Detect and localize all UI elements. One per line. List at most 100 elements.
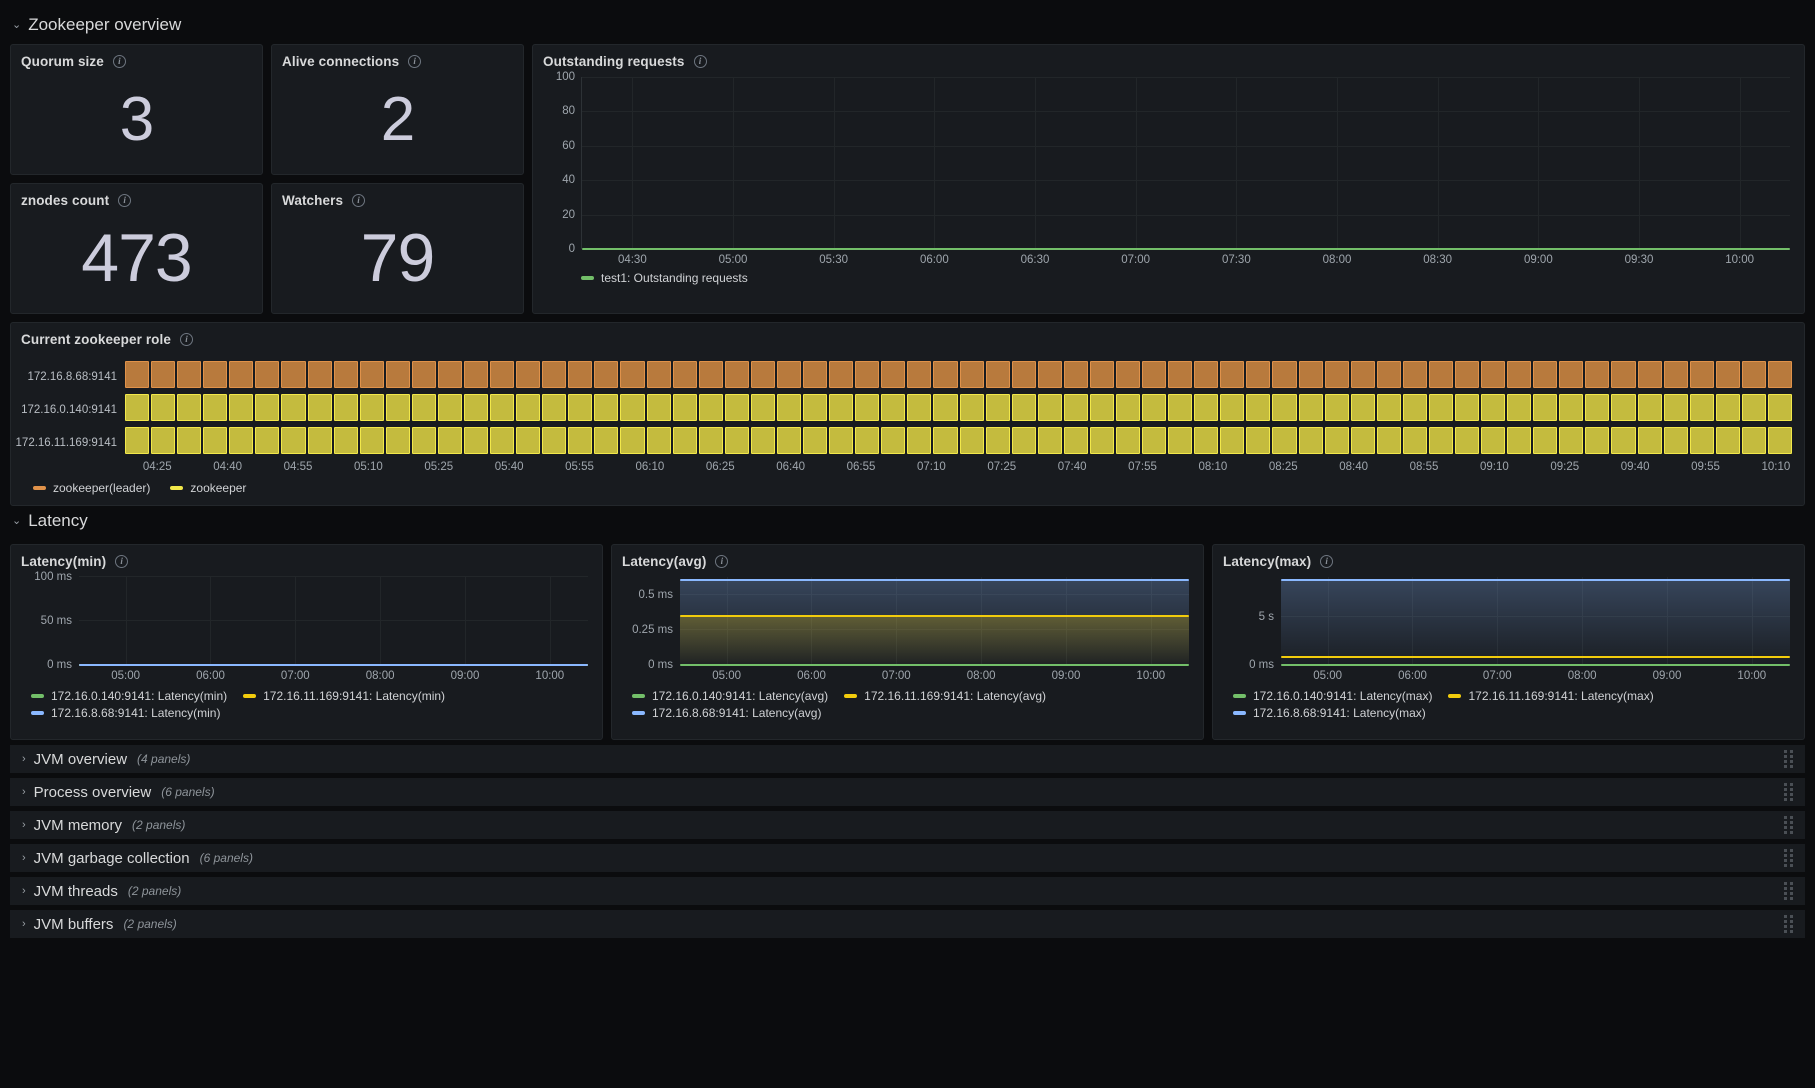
timeline-segment[interactable]: [1402, 394, 1427, 421]
timeline-segment[interactable]: [698, 394, 723, 421]
timeline-segment[interactable]: [1637, 361, 1662, 388]
timeline-segment[interactable]: [1767, 427, 1792, 454]
legend-item[interactable]: 172.16.0.140:9141: Latency(avg): [632, 689, 828, 703]
timeline-segment[interactable]: [1402, 427, 1427, 454]
info-icon[interactable]: i: [118, 194, 132, 207]
legend-item[interactable]: 172.16.11.169:9141: Latency(max): [1448, 689, 1654, 703]
timeline-segment[interactable]: [490, 361, 515, 388]
timeline-segment[interactable]: [516, 361, 541, 388]
timeline-segment[interactable]: [516, 427, 541, 454]
timeline-segment[interactable]: [568, 394, 593, 421]
timeline-segment[interactable]: [829, 394, 854, 421]
timeline-segment[interactable]: [1298, 427, 1323, 454]
legend-item[interactable]: test1: Outstanding requests: [581, 271, 748, 285]
timeline-segment[interactable]: [698, 427, 723, 454]
timeline-segment[interactable]: [1272, 427, 1297, 454]
timeline-segment[interactable]: [1220, 427, 1245, 454]
timeline-segment[interactable]: [855, 394, 880, 421]
timeline-segment[interactable]: [1637, 427, 1662, 454]
panel-watchers[interactable]: Watchers i 79: [271, 183, 524, 314]
timeline-segment[interactable]: [1454, 361, 1480, 388]
timeline-segment[interactable]: [1272, 361, 1297, 388]
timeline-segment[interactable]: [1246, 427, 1271, 454]
timeline-segment[interactable]: [1767, 394, 1792, 421]
timeline-row[interactable]: [125, 424, 1792, 457]
timeline-segment[interactable]: [1585, 361, 1610, 388]
timeline-segment[interactable]: [724, 427, 749, 454]
timeline-segment[interactable]: [1089, 394, 1114, 421]
timeline-segment[interactable]: [1063, 394, 1088, 421]
timeline-segment[interactable]: [959, 361, 984, 388]
info-icon[interactable]: i: [715, 555, 729, 568]
timeline-segment[interactable]: [229, 394, 254, 421]
timeline-segment[interactable]: [1428, 394, 1453, 421]
drag-handle-icon[interactable]: [1784, 849, 1793, 867]
timeline-segment[interactable]: [933, 427, 958, 454]
timeline-segment[interactable]: [1767, 361, 1792, 388]
timeline-segment[interactable]: [1298, 394, 1323, 421]
panel-current-zookeeper-role[interactable]: Current zookeeper role i 172.16.8.68:914…: [10, 322, 1805, 506]
timeline-segment[interactable]: [1533, 427, 1558, 454]
timeline-row[interactable]: [125, 358, 1792, 391]
timeline-segment[interactable]: [1246, 361, 1271, 388]
timeline-segment[interactable]: [411, 427, 436, 454]
timeline-segment[interactable]: [594, 427, 619, 454]
timeline-segment[interactable]: [855, 361, 880, 388]
info-icon[interactable]: i: [1320, 555, 1334, 568]
drag-handle-icon[interactable]: [1784, 816, 1793, 834]
timeline-segment[interactable]: [125, 427, 150, 454]
timeline-segment[interactable]: [1637, 394, 1662, 421]
timeline-segment[interactable]: [1689, 361, 1714, 388]
drag-handle-icon[interactable]: [1784, 915, 1793, 933]
timeline-segment[interactable]: [750, 427, 775, 454]
timeline-segment[interactable]: [1324, 361, 1349, 388]
timeline-segment[interactable]: [359, 427, 384, 454]
timeline-segment[interactable]: [255, 361, 280, 388]
timeline-segment[interactable]: [1142, 361, 1167, 388]
timeline-segment[interactable]: [881, 427, 906, 454]
timeline-segment[interactable]: [750, 394, 775, 421]
timeline-segment[interactable]: [464, 427, 489, 454]
timeline-segment[interactable]: [907, 427, 932, 454]
timeline-segment[interactable]: [829, 361, 854, 388]
timeline-segment[interactable]: [907, 361, 932, 388]
timeline-segment[interactable]: [803, 394, 828, 421]
timeline-segment[interactable]: [464, 361, 489, 388]
timeline-row[interactable]: [125, 391, 1792, 424]
timeline-segment[interactable]: [333, 394, 358, 421]
timeline-segment[interactable]: [1350, 394, 1375, 421]
timeline-segment[interactable]: [1194, 427, 1219, 454]
timeline-segment[interactable]: [698, 361, 723, 388]
timeline-segment[interactable]: [959, 427, 984, 454]
timeline-segment[interactable]: [516, 394, 541, 421]
timeline-segment[interactable]: [281, 361, 306, 388]
timeline-segment[interactable]: [307, 361, 332, 388]
timeline-segment[interactable]: [255, 427, 280, 454]
timeline-segment[interactable]: [333, 361, 358, 388]
timeline-segment[interactable]: [281, 394, 306, 421]
drag-handle-icon[interactable]: [1784, 783, 1793, 801]
timeline-segment[interactable]: [620, 394, 645, 421]
info-icon[interactable]: i: [115, 555, 129, 568]
timeline-segment[interactable]: [437, 394, 463, 421]
timeline-segment[interactable]: [333, 427, 358, 454]
timeline-segment[interactable]: [646, 427, 671, 454]
panel-znodes-count[interactable]: znodes count i 473: [10, 183, 263, 314]
timeline-segment[interactable]: [177, 394, 202, 421]
timeline-segment[interactable]: [881, 394, 906, 421]
info-icon[interactable]: i: [408, 55, 422, 68]
timeline-segment[interactable]: [490, 394, 515, 421]
timeline-segment[interactable]: [1089, 361, 1114, 388]
timeline-segment[interactable]: [1533, 394, 1558, 421]
timeline-segment[interactable]: [907, 394, 932, 421]
timeline-segment[interactable]: [1376, 361, 1401, 388]
timeline-segment[interactable]: [1220, 394, 1245, 421]
timeline-segment[interactable]: [1611, 361, 1636, 388]
timeline-segment[interactable]: [1063, 427, 1088, 454]
timeline-segment[interactable]: [1089, 427, 1114, 454]
timeline-segment[interactable]: [255, 394, 280, 421]
timeline-segment[interactable]: [1428, 427, 1453, 454]
